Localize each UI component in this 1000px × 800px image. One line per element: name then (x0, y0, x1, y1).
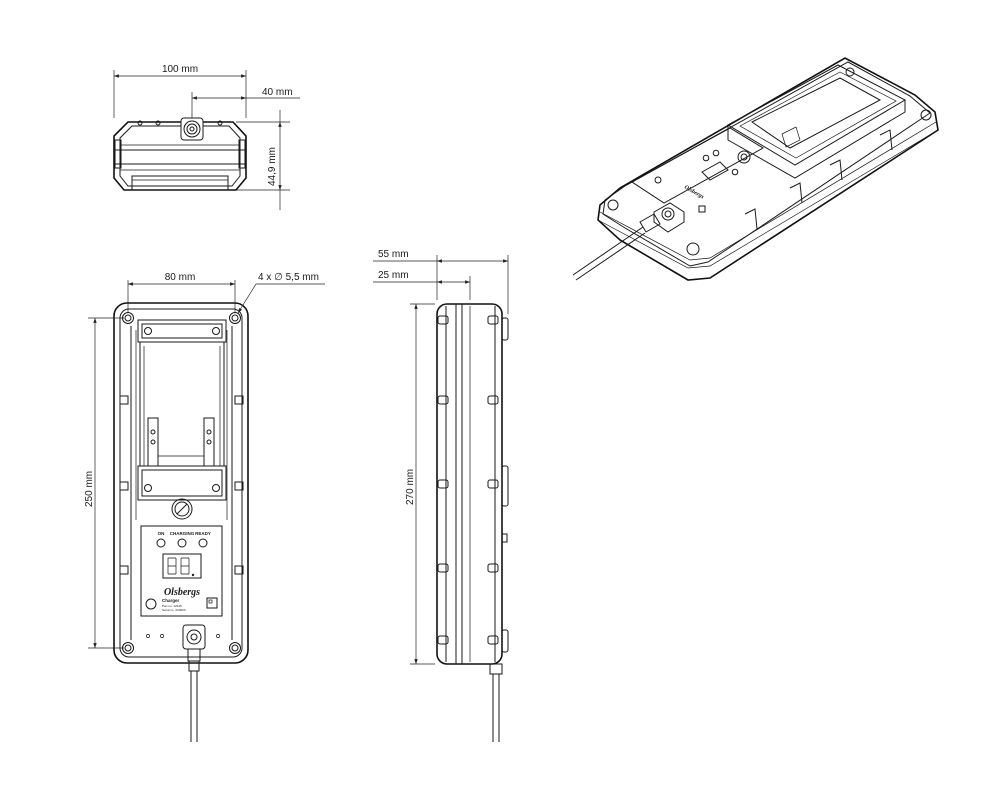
dim-holes: 4 x ∅ 5,5 mm (258, 272, 319, 283)
iso-brand-logo: Olsbergs (683, 185, 705, 201)
dim-55: 55 mm (378, 249, 409, 260)
qr-code-icon (206, 597, 218, 609)
led-label-charging: CHARGING (170, 531, 195, 536)
vent-cap (171, 498, 193, 520)
dim-40: 40 mm (262, 87, 293, 98)
isometric-view: Olsbergs (572, 57, 939, 281)
brand-logo: Olsbergs (164, 587, 200, 598)
led-on-icon (156, 538, 166, 548)
dim-25: 25 mm (378, 270, 409, 281)
led-label-on: ON (158, 531, 165, 536)
ce-mark-icon (145, 598, 157, 610)
led-label-ready: READY (195, 531, 211, 536)
cable-gland-iso (639, 202, 685, 233)
dim-100: 100 mm (162, 64, 198, 75)
dim-44-9: 44,9 mm (267, 147, 278, 186)
front-view-dimensions: 80 mm 4 x ∅ 5,5 mm 250 mm (84, 272, 325, 649)
segment-display (162, 553, 202, 579)
dim-80: 80 mm (165, 272, 196, 283)
label-line-2: Serial no. 000000 (162, 608, 186, 612)
led-ready-icon (198, 538, 208, 548)
dim-250: 250 mm (84, 471, 95, 507)
label-line-1: Part no. 12345 (162, 604, 182, 608)
cable-gland-front (182, 624, 206, 742)
end-view (113, 117, 247, 191)
side-view (436, 303, 509, 742)
cable-gland-end (180, 117, 204, 141)
led-charging-icon (177, 538, 187, 548)
end-view-dimensions: 100 mm 40 mm 44,9 mm (113, 64, 300, 210)
control-panel: ON CHARGING READY Olsbergs Charger Part … (140, 525, 223, 617)
battery-contacts (147, 417, 215, 467)
side-view-dimensions: 55 mm 25 mm 270 mm (373, 249, 509, 665)
label-title: Charger (162, 598, 180, 603)
front-view: ON CHARGING READY Olsbergs Charger Part … (113, 302, 249, 742)
dim-270: 270 mm (405, 469, 416, 505)
